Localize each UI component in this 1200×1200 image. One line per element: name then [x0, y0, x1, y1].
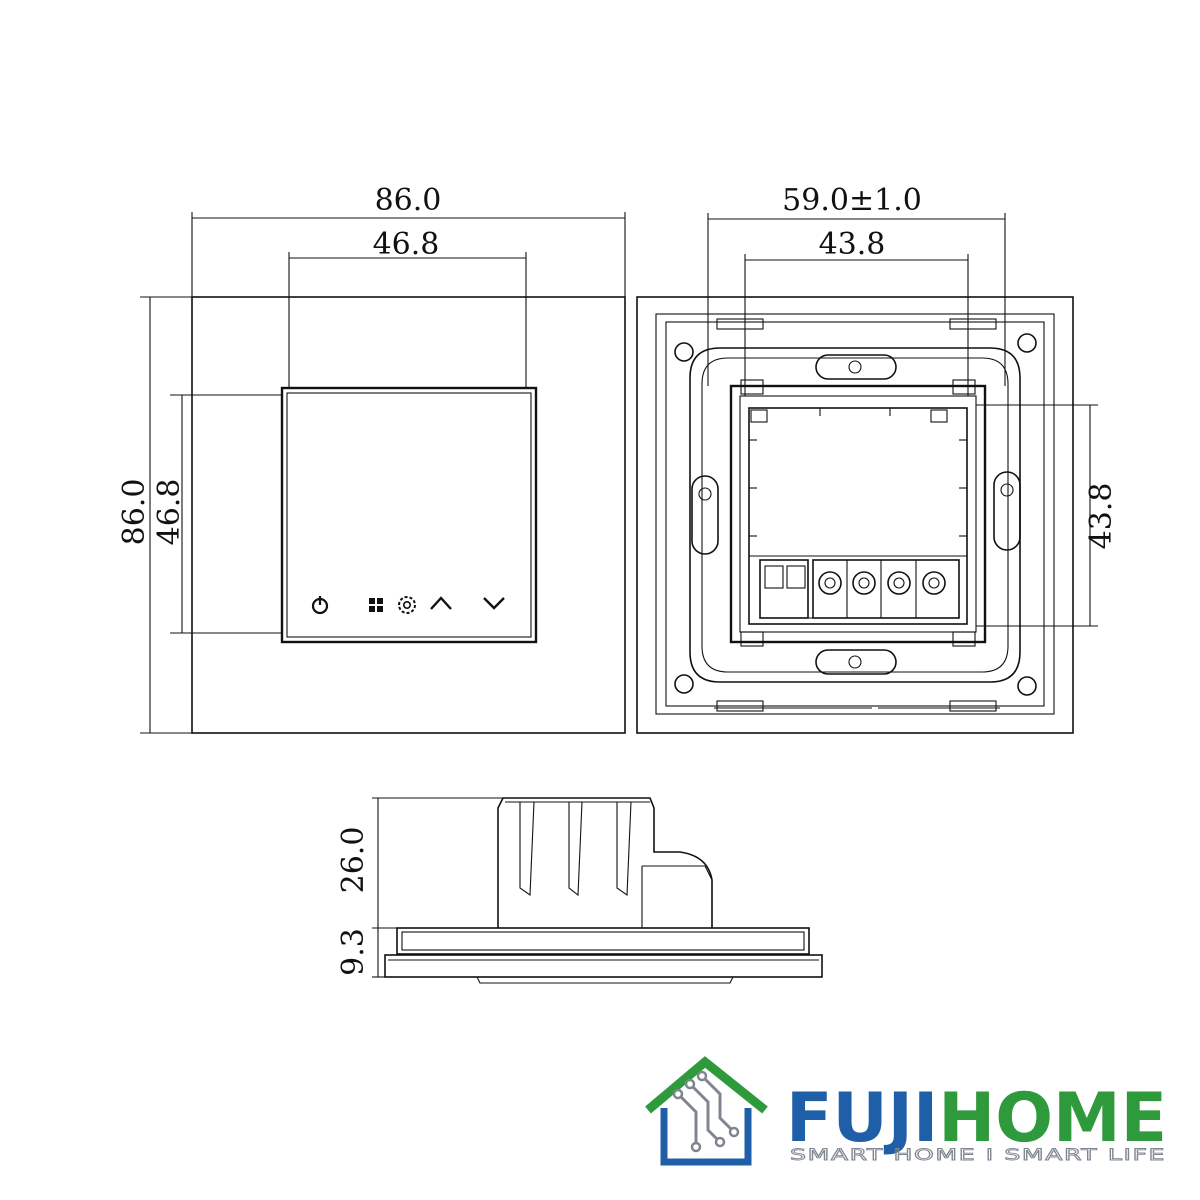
dim-screen-width [288, 252, 527, 388]
front-height-label: 86.0 [117, 479, 152, 546]
side-depth-label: 26.0 [336, 827, 371, 894]
screen-outer [280, 386, 538, 644]
mount-hole-bl [674, 674, 694, 694]
back-view: 59.0±1.0 43.8 43.8 [636, 183, 1119, 734]
side-plate [396, 927, 810, 955]
dim-back-width [707, 213, 1006, 386]
brand-name-fuji: FUJI [786, 1079, 938, 1158]
screen-width-label: 46.8 [373, 227, 440, 262]
power-icon[interactable] [311, 596, 329, 615]
mount-hole-br [1017, 676, 1037, 696]
side-body [497, 797, 713, 928]
front-view: 86.0 46.8 86.0 46.8 [117, 183, 626, 734]
screen-inner [286, 392, 532, 638]
back-frame-outer [636, 296, 1074, 734]
module-body-outer [729, 384, 987, 644]
side-view: 26.0 9.3 [336, 797, 823, 984]
fujihome-logo: FUJIHOME SMART HOME I SMART LIFE [645, 1056, 1167, 1166]
mount-hole-tr [1017, 333, 1037, 353]
back-inner-height-label: 43.8 [1084, 483, 1119, 550]
screen-height-label: 46.8 [152, 479, 187, 546]
module-body-inner [739, 395, 977, 633]
dim-back-inner-width [744, 254, 969, 396]
side-thickness-label: 9.3 [336, 928, 371, 976]
slot-bottom [815, 649, 897, 675]
back-inner-width-label: 43.8 [819, 227, 886, 262]
brand-tagline: SMART HOME I SMART LIFE [790, 1145, 1166, 1164]
mount-hole-tl [674, 342, 694, 362]
dim-screen-height [170, 394, 282, 634]
house-circuit-icon [645, 1056, 768, 1166]
dim-back-inner-height [976, 404, 1098, 627]
dim-side-depth [372, 797, 503, 929]
back-frame-inner [655, 313, 1055, 715]
terminal-block [759, 559, 960, 619]
front-width-label: 86.0 [375, 183, 442, 218]
up-arrow-icon[interactable] [430, 596, 452, 610]
dim-front-height [140, 296, 192, 734]
slot-top [815, 354, 897, 380]
back-width-label: 59.0±1.0 [782, 183, 922, 218]
brand-name-home: HOME [938, 1079, 1167, 1158]
dim-front-width [191, 212, 626, 297]
settings-icon[interactable] [398, 596, 416, 614]
mounting-plate [689, 347, 1021, 683]
slot-left [691, 475, 719, 555]
dim-side-thickness [372, 928, 385, 978]
grid-icon[interactable] [369, 598, 383, 612]
side-face [384, 954, 823, 978]
down-arrow-icon[interactable] [483, 597, 505, 610]
slot-right [993, 471, 1021, 551]
brand-name: FUJIHOME [786, 1079, 1167, 1158]
front-frame [191, 296, 626, 734]
